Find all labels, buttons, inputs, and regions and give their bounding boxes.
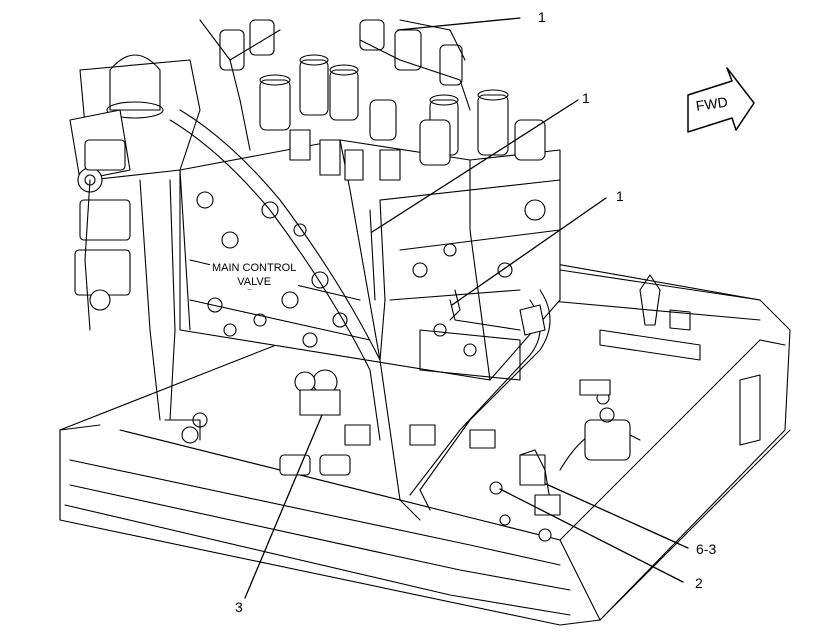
leader-1-mid: [371, 99, 579, 233]
leader-3: [244, 414, 323, 599]
leader-1-right: [451, 197, 607, 306]
leader-lines: [244, 17, 689, 599]
lower-components: [279, 369, 631, 542]
solenoid-stacks: [199, 19, 546, 181]
fwd-arrow-label: FWD: [694, 93, 729, 114]
callout-2: 2: [695, 575, 703, 591]
left-cluster: [69, 54, 208, 444]
callout-6-3: 6-3: [696, 541, 717, 557]
leader-2: [499, 488, 684, 583]
valve-label-line1: MAIN CONTROL: [212, 262, 297, 274]
valve-body: [179, 139, 561, 381]
callout-1-mid: 1: [582, 90, 590, 106]
callout-1-top: 1: [538, 9, 546, 25]
fwd-arrow-icon: [687, 67, 755, 133]
leader-1-top: [397, 17, 521, 31]
valve-label-line2: VALVE: [237, 276, 272, 288]
callout-1-right: 1: [616, 188, 624, 204]
callout-3: 3: [235, 599, 243, 615]
leader-6-3: [545, 483, 689, 549]
main-control-valve-label: MAIN CONTROL VALVE: [210, 261, 299, 289]
